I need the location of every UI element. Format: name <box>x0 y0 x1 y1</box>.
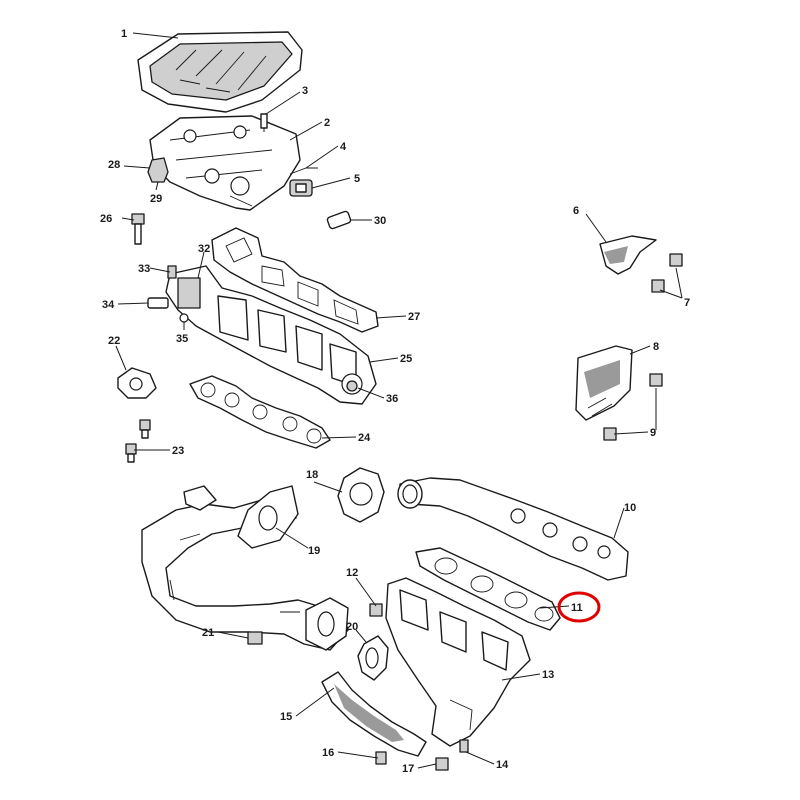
part-fitting-36[interactable] <box>346 380 358 392</box>
part-stud-3[interactable] <box>260 113 268 132</box>
callout-18: 18 <box>306 469 318 481</box>
callout-32: 32 <box>198 243 210 255</box>
callout-14: 14 <box>496 759 509 771</box>
callout-2: 2 <box>324 117 330 129</box>
callout-10: 10 <box>624 502 636 514</box>
part-sensor-30[interactable] <box>326 210 352 230</box>
part-bolt-12[interactable] <box>369 603 383 617</box>
part-intake-plenum[interactable] <box>149 115 301 211</box>
part-bracket-28[interactable] <box>147 157 169 183</box>
part-lower-intake[interactable] <box>165 265 377 405</box>
callout-17: 17 <box>402 763 414 775</box>
part-bolts-7[interactable] <box>651 253 683 293</box>
part-stud-14[interactable] <box>459 739 469 753</box>
callout-15: 15 <box>280 711 292 723</box>
part-gasket-24[interactable] <box>189 375 331 449</box>
callout-34: 34 <box>102 299 115 311</box>
callout-29: 29 <box>150 193 162 205</box>
part-bolt-21[interactable] <box>247 631 263 645</box>
callout-25: 25 <box>400 353 412 365</box>
part-bolt-17[interactable] <box>435 757 449 771</box>
callout-22: 22 <box>108 335 120 347</box>
callout-6: 6 <box>573 205 579 217</box>
callout-1: 1 <box>121 28 127 40</box>
part-gasket-18[interactable] <box>337 467 385 523</box>
part-gasket-27[interactable] <box>211 227 379 333</box>
part-fitting-34[interactable] <box>147 297 169 309</box>
callout-21: 21 <box>202 627 214 639</box>
callout-23: 23 <box>172 445 184 457</box>
part-heat-shield-15[interactable] <box>321 671 427 757</box>
part-gasket-20[interactable] <box>357 635 389 681</box>
callout-12: 12 <box>346 567 358 579</box>
highlight-ring <box>557 591 601 623</box>
callout-35: 35 <box>176 333 188 345</box>
part-bolts-23[interactable] <box>125 419 151 463</box>
callout-36: 36 <box>386 393 398 405</box>
callout-11: 11 <box>571 602 583 614</box>
callout-4: 4 <box>340 141 347 153</box>
part-bolts-9[interactable] <box>603 373 663 441</box>
callout-28: 28 <box>108 159 120 171</box>
callout-7: 7 <box>684 297 690 309</box>
callout-9: 9 <box>650 427 656 439</box>
part-exhaust-manifold-13[interactable] <box>385 577 531 747</box>
callout-8: 8 <box>653 341 659 353</box>
callout-24: 24 <box>358 432 371 444</box>
part-bracket-6[interactable] <box>599 235 657 275</box>
part-fitting-5[interactable] <box>289 179 313 197</box>
part-exhaust-gasket-11[interactable] <box>415 547 561 631</box>
callout-16: 16 <box>322 747 334 759</box>
leader-lines <box>115 32 683 769</box>
callout-3: 3 <box>302 85 308 97</box>
part-crossover-pipe-19[interactable] <box>141 485 349 651</box>
callout-5: 5 <box>354 173 360 185</box>
part-exhaust-manifold-10[interactable] <box>397 477 629 581</box>
callout-20: 20 <box>346 621 358 633</box>
part-engine-cover[interactable] <box>137 31 303 113</box>
callout-33: 33 <box>138 263 150 275</box>
callout-13: 13 <box>542 669 554 681</box>
callout-26: 26 <box>100 213 112 225</box>
callout-27: 27 <box>408 311 420 323</box>
part-fitting-35[interactable] <box>179 313 189 323</box>
callout-19: 19 <box>308 545 320 557</box>
callout-labels: 1 2 3 4 5 6 7 8 9 10 11 12 13 14 15 16 1… <box>100 28 690 775</box>
part-bolt-26[interactable] <box>131 213 145 245</box>
part-plate-22[interactable] <box>117 367 157 399</box>
callout-30: 30 <box>374 215 386 227</box>
part-heat-shield-8[interactable] <box>575 345 633 421</box>
